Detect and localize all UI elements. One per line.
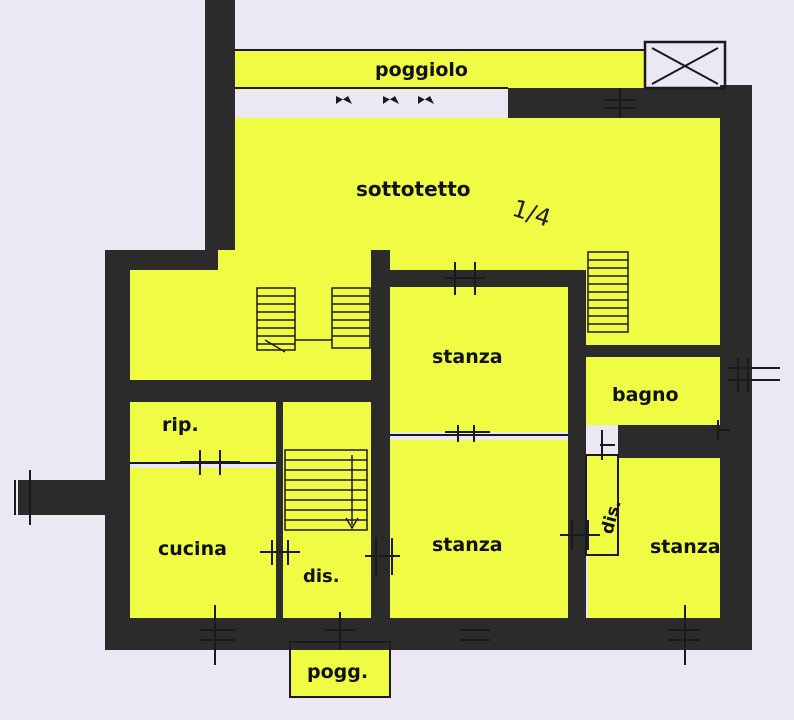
opening-marker [200, 605, 235, 665]
poggiolo-area [235, 50, 645, 90]
label-poggiolo: poggiolo [375, 59, 468, 81]
mark [418, 96, 434, 104]
opening-marker [445, 425, 490, 442]
opening-marker [325, 612, 355, 650]
wall-upper-segment [508, 88, 752, 118]
pogg-area [290, 642, 390, 697]
stair-left-attic-2 [295, 287, 371, 349]
partitions [130, 40, 727, 698]
stairs [256, 251, 629, 531]
opening-marker [600, 430, 615, 460]
stair-center [284, 449, 368, 531]
label-stanza-lower: stanza [432, 534, 503, 556]
label-stanza-center: stanza [432, 346, 503, 368]
balcony-box [643, 40, 727, 90]
opening-marker [180, 450, 240, 475]
opening-marker [605, 88, 635, 118]
right-attic-area [585, 250, 728, 345]
stair-right-attic [587, 251, 629, 333]
label-sottotetto: sottotetto [356, 177, 471, 201]
walls [18, 0, 752, 650]
label-cucina: cucina [158, 538, 227, 560]
bagno-area [585, 357, 728, 425]
opening-marker [460, 629, 490, 641]
openings [14, 88, 780, 665]
wall-mid-horizontal [128, 380, 373, 402]
wall-bagno-bottom [618, 425, 728, 458]
label-pogg: pogg. [307, 661, 368, 683]
cucina-area [130, 468, 276, 618]
left-attic-area [128, 268, 373, 380]
wall-bottom [105, 618, 752, 650]
wall-left-step [105, 250, 218, 270]
label-bagno: bagno [612, 384, 679, 406]
label-dis-center: dis. [303, 566, 340, 587]
wall-center-column [371, 250, 390, 620]
opening-marker [717, 420, 730, 440]
opening-marker [668, 605, 700, 665]
stanza-lower-area [390, 440, 568, 618]
wall-left-outer [105, 250, 130, 650]
opening-marker [14, 470, 31, 525]
stanza-right-area [588, 458, 728, 618]
opening-marker [260, 540, 300, 565]
opening-marker [560, 520, 600, 550]
balcony-cross-2 [651, 47, 719, 85]
mark [383, 96, 399, 104]
wall-center-top [390, 270, 585, 287]
poggiolo-marks [336, 96, 434, 104]
stair-left-attic [256, 287, 296, 353]
wall-left-stub [18, 480, 106, 515]
opening-marker [728, 358, 780, 392]
wall-top-left-pillar [205, 0, 235, 250]
mark [336, 96, 352, 104]
label-rip: rip. [162, 414, 199, 436]
opening-marker [445, 262, 485, 295]
rip-area [130, 402, 276, 462]
wall-right-mid [586, 345, 728, 357]
opening-marker [365, 538, 400, 575]
wall-right-column [568, 270, 586, 620]
sottotetto-area [218, 118, 728, 270]
stanza-center-area [390, 287, 568, 432]
wall-divider-cucina [276, 402, 283, 618]
label-stanza-right: stanza [650, 536, 721, 558]
